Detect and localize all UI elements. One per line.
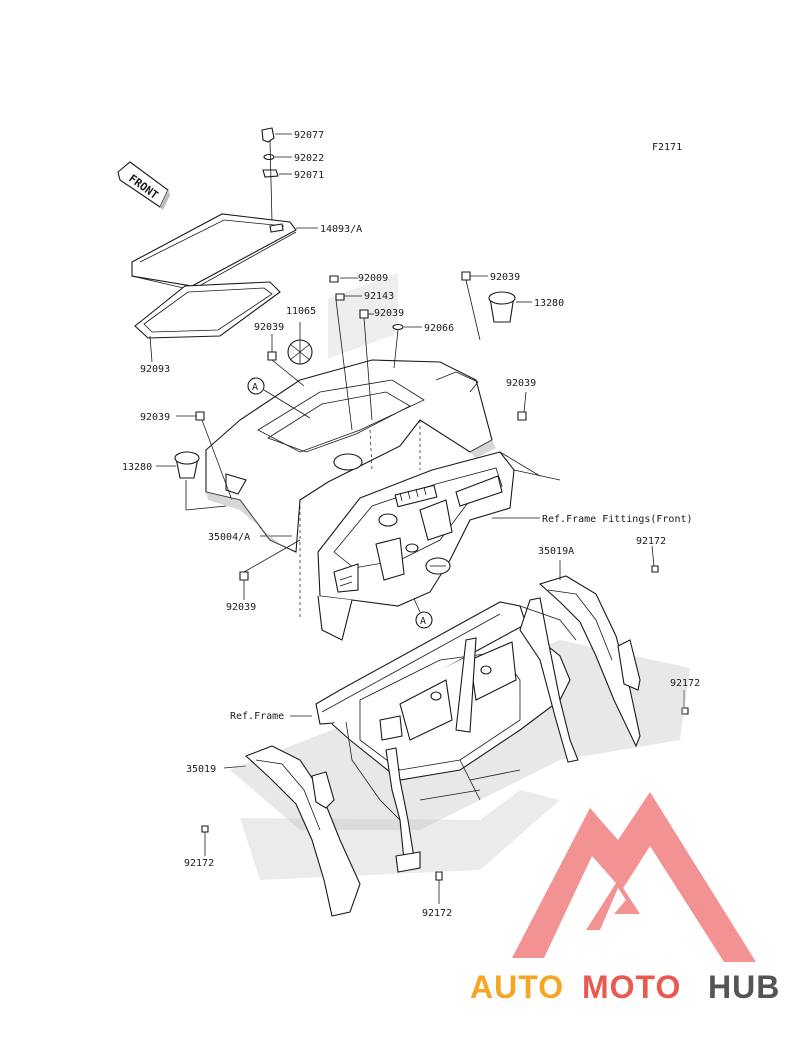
label-92039-center: 92039	[374, 308, 404, 319]
washer-92022-icon	[263, 153, 292, 161]
label-13280-right: 13280	[534, 298, 564, 309]
dash-console	[317, 451, 561, 641]
label-92009: 92009	[358, 273, 388, 284]
label-35019: 35019	[186, 764, 216, 775]
label-13280-left: 13280	[122, 462, 152, 473]
label-ref-frame: Ref.Frame	[230, 711, 284, 722]
watermark-auto: AUTO	[470, 969, 564, 1005]
label-11065: 11065	[286, 306, 316, 317]
fender-liner-right	[538, 560, 641, 748]
storage-lid	[131, 213, 318, 291]
watermark-logo-icon	[512, 792, 756, 962]
cup-holder-right-icon	[488, 291, 532, 323]
label-92143: 92143	[364, 291, 394, 302]
label-35004-a: 35004/A	[208, 532, 250, 543]
watermark-moto: MOTO	[582, 969, 681, 1005]
label-92077: 92077	[294, 130, 324, 141]
front-arrow-icon: FRONT	[117, 161, 170, 210]
label-92093: 92093	[140, 364, 170, 375]
label-92039-bottom: 92039	[226, 602, 256, 613]
watermark-hub: HUB	[708, 969, 780, 1005]
label-92039-top-right: 92039	[490, 272, 520, 283]
clip-92077-icon	[261, 127, 292, 143]
fender-liner-left	[244, 745, 361, 917]
cup-holder-left-icon	[156, 451, 200, 479]
callout-letter: A	[420, 616, 426, 627]
gasket-92093	[134, 281, 281, 363]
screw-icon	[195, 271, 689, 881]
label-92172-bottom-left: 92172	[184, 858, 214, 869]
label-92022: 92022	[294, 153, 324, 164]
leader-lines	[176, 275, 685, 904]
label-14093-a: 14093/A	[320, 224, 362, 235]
nut-92071-icon	[262, 169, 292, 178]
label-ref-frame-fittings: Ref.Frame Fittings(Front)	[542, 514, 693, 525]
part-labels: 92077 92022 92071 14093/A 92093 92009 92…	[122, 130, 700, 919]
label-92039-left-upper: 92039	[254, 322, 284, 333]
label-92172-bottom: 92172	[422, 908, 452, 919]
label-92172-top-right: 92172	[636, 536, 666, 547]
label-92039-right: 92039	[506, 378, 536, 389]
label-92066: 92066	[424, 323, 454, 334]
label-92172-right: 92172	[670, 678, 700, 689]
callout-letter: A	[252, 382, 258, 393]
label-92039-left: 92039	[140, 412, 170, 423]
label-92071: 92071	[294, 170, 324, 181]
cap-11065-icon	[287, 322, 313, 365]
figure-code: F2171	[652, 142, 682, 153]
callout-a-upper: A	[247, 377, 311, 419]
callout-a-lower: A	[409, 589, 433, 629]
section-hatch	[206, 420, 496, 620]
label-35019a: 35019A	[538, 546, 574, 557]
